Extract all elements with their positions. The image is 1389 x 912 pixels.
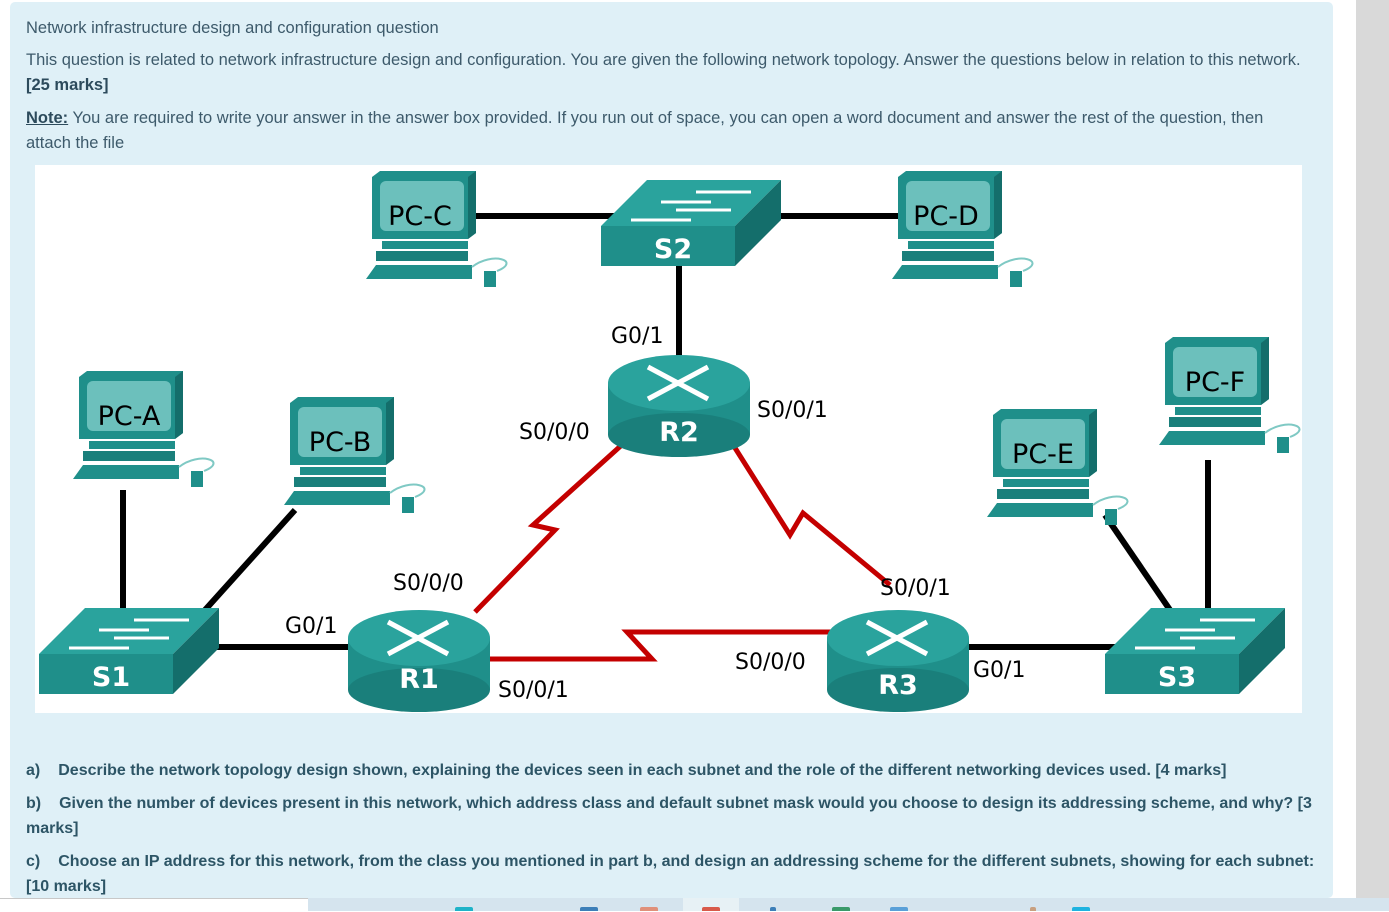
switch-s3-label: S3	[1158, 662, 1196, 693]
part-a-text: Describe the network topology design sho…	[58, 762, 1227, 779]
pc-a-label: PC-A	[98, 401, 161, 432]
iface-r3-g01: G0/1	[973, 658, 1025, 683]
iface-r1-s000: S0/0/0	[393, 571, 464, 596]
note-label: Note:	[26, 109, 69, 127]
iface-r2-g01: G0/1	[611, 324, 663, 349]
router-r1-label: R1	[399, 664, 439, 695]
pc-f[interactable]: PC-F	[1158, 336, 1301, 454]
iface-r1-s001: S0/0/1	[498, 678, 569, 703]
iface-r2-s000: S0/0/0	[519, 420, 590, 445]
link-r1-r3	[485, 629, 835, 662]
router-r3[interactable]: R3	[827, 610, 969, 712]
pc-c-label: PC-C	[388, 201, 452, 232]
router-r2[interactable]: R2	[608, 355, 750, 457]
chrome-icon[interactable]	[702, 907, 720, 911]
scrollbar[interactable]	[1356, 0, 1389, 898]
app-icon[interactable]	[1030, 907, 1036, 911]
switch-s1[interactable]: S1	[37, 606, 221, 696]
link-r2-r3	[727, 438, 892, 587]
app-icon[interactable]	[890, 907, 908, 911]
part-b-label: b)	[26, 795, 42, 812]
pc-a[interactable]: PC-A	[72, 370, 215, 488]
pc-c[interactable]: PC-C	[365, 170, 508, 288]
question-title: Network infrastructure design and config…	[26, 19, 439, 37]
switch-s1-label: S1	[92, 662, 130, 693]
pc-b-label: PC-B	[309, 427, 371, 458]
app-icon[interactable]	[640, 907, 658, 911]
pc-f-label: PC-F	[1185, 367, 1245, 398]
part-c-label: c)	[26, 853, 41, 870]
link-pcb-s1	[202, 507, 298, 613]
pc-e[interactable]: PC-E	[986, 408, 1129, 526]
question-part-b: b)Given the number of devices present in…	[26, 791, 1316, 841]
question-intro: This question is related to network infr…	[26, 48, 1306, 98]
switch-s2[interactable]: S2	[599, 178, 783, 268]
switch-s2-label: S2	[654, 234, 692, 265]
app-icon[interactable]	[770, 907, 776, 911]
taskbar	[0, 898, 1389, 912]
pc-d[interactable]: PC-D	[891, 170, 1034, 288]
pc-b[interactable]: PC-B	[283, 396, 426, 514]
link-pce-s3	[1102, 513, 1173, 612]
question-part-c: c)Choose an IP address for this network,…	[26, 849, 1316, 899]
intro-text: This question is related to network infr…	[26, 51, 1301, 69]
pc-d-label: PC-D	[913, 201, 979, 232]
question-part-a: a) Describe the network topology design s…	[26, 758, 1316, 783]
taskbar-active-app[interactable]	[683, 898, 739, 911]
part-a-label: a)	[26, 762, 41, 779]
excel-icon[interactable]	[832, 907, 850, 911]
pc-e-label: PC-E	[1012, 439, 1074, 470]
iface-r1-g01: G0/1	[285, 614, 337, 639]
router-r3-label: R3	[878, 670, 918, 701]
iface-r3-s001: S0/0/1	[880, 576, 951, 601]
question-note: Note: You are required to write your ans…	[26, 106, 1306, 156]
edge-icon[interactable]	[455, 907, 473, 911]
ethernet-links	[120, 213, 1211, 650]
switch-s3[interactable]: S3	[1103, 606, 1287, 696]
intro-marks: [25 marks]	[26, 76, 109, 94]
router-r2-label: R2	[659, 417, 699, 448]
serial-links	[473, 431, 892, 662]
taskbar-search-area[interactable]	[0, 898, 308, 912]
file-explorer-icon[interactable]	[580, 907, 598, 911]
iface-r3-s000: S0/0/0	[735, 650, 806, 675]
topology-diagram: PC-C PC-D PC-A PC-B PC-E PC-F S2 S1 S3 R…	[37, 170, 1301, 713]
part-c-text: Choose an IP address for this network, f…	[26, 853, 1315, 895]
router-r1[interactable]: R1	[348, 610, 490, 712]
network-topology-figure: PC-C PC-D PC-A PC-B PC-E PC-F S2 S1 S3 R…	[35, 165, 1302, 713]
note-text: You are required to write your answer in…	[26, 109, 1264, 152]
part-b-text: Given the number of devices present in t…	[26, 795, 1312, 837]
link-r1-r2	[473, 431, 637, 614]
iface-r2-s001: S0/0/1	[757, 398, 828, 423]
app-icon[interactable]	[1072, 907, 1090, 911]
